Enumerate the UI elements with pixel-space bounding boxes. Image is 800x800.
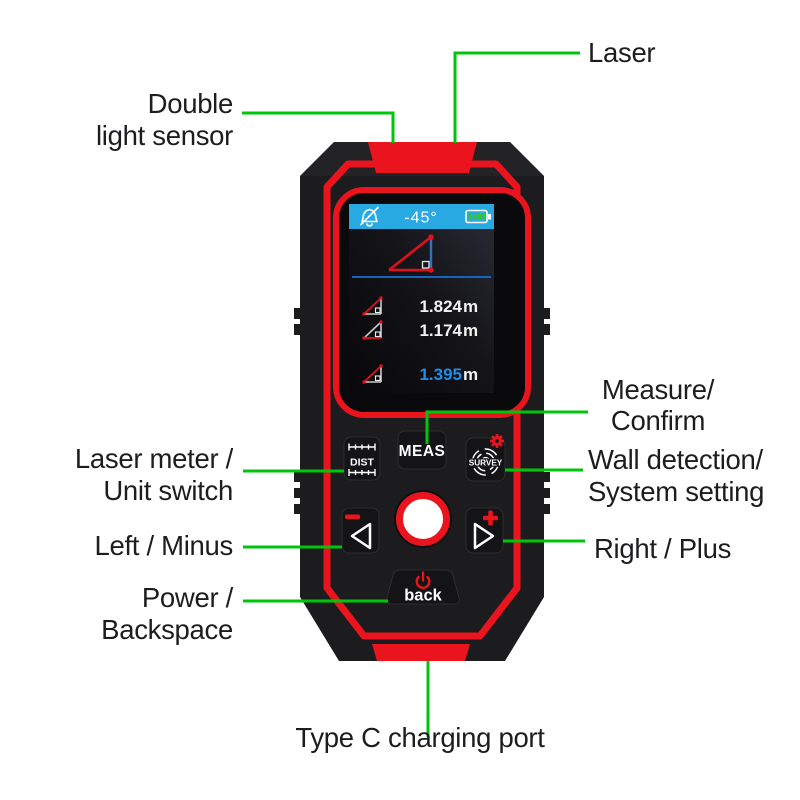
battery-icon xyxy=(465,209,491,224)
left-minus-label: Left / Minus xyxy=(94,530,233,561)
lcd xyxy=(349,204,494,393)
right-plus-label: Right / Plus xyxy=(594,533,732,564)
triangle-icon xyxy=(362,296,383,316)
double-light-sensor-connector-line xyxy=(242,111,395,143)
survey-button-label: SURVEY xyxy=(469,459,503,468)
laser-meter-label: Laser meter / Unit switch xyxy=(74,443,233,506)
meas-button: MEAS xyxy=(397,430,447,470)
measurement-value: 1.824 xyxy=(419,297,462,316)
measurement-row: 1.395 m xyxy=(362,364,478,384)
left-arrow-icon xyxy=(350,522,372,550)
measurement-value: 1.174 xyxy=(419,321,462,340)
measurement-row: 1.824 m xyxy=(362,296,478,316)
left-button xyxy=(341,507,380,554)
measurement-unit: m xyxy=(463,297,478,316)
triangle-icon xyxy=(362,364,383,384)
type-c-label: Type C charging port xyxy=(295,722,545,753)
target-icon xyxy=(471,448,500,476)
ruler-icon xyxy=(348,443,376,451)
measure-confirm-label: Measure/ Confirm xyxy=(601,374,715,436)
measurement-rows: 1.824 m 1.174 m xyxy=(362,296,478,384)
power-icon xyxy=(415,571,431,589)
measurement-unit: m xyxy=(463,321,478,340)
back-button-label: back xyxy=(404,587,442,605)
power-backspace-label: Power / Backspace xyxy=(101,582,233,645)
back-button: back xyxy=(386,569,460,605)
double-light-sensor-label: Double light sensor xyxy=(95,88,233,151)
charging-port-strip xyxy=(372,644,470,661)
buzzer-mute-icon xyxy=(360,206,379,227)
minus-icon xyxy=(345,514,360,519)
wall-detection-label: Wall detection/ System setting xyxy=(588,444,765,507)
survey-button: SURVEY xyxy=(465,434,506,482)
angle-reading: -45° xyxy=(404,210,438,227)
speaker-circle xyxy=(394,490,452,548)
ruler-icon xyxy=(348,469,376,476)
right-button xyxy=(465,507,504,554)
keypad: DIST MEAS SURVEY xyxy=(341,430,506,605)
grip-tabs xyxy=(294,308,550,514)
angle-diagram xyxy=(388,234,434,273)
red-accent-outline xyxy=(323,160,521,640)
meas-button-label: MEAS xyxy=(399,443,446,460)
laser-connector-line xyxy=(453,51,580,143)
screen: -45° xyxy=(333,187,531,418)
measurement-unit: m xyxy=(463,365,478,384)
dist-button-label: DIST xyxy=(350,457,375,469)
triangle-icon xyxy=(362,320,383,340)
connector-lines xyxy=(242,51,588,737)
laser-window xyxy=(368,142,477,173)
measurement-row: 1.174 m xyxy=(362,320,478,340)
laser-label: Laser xyxy=(588,37,656,68)
right-arrow-icon xyxy=(473,522,495,550)
gear-icon xyxy=(490,434,504,448)
dist-button: DIST xyxy=(343,436,381,481)
measurement-value-highlight: 1.395 xyxy=(419,365,462,384)
plus-icon xyxy=(483,510,498,526)
measure-connector-line xyxy=(425,410,588,444)
